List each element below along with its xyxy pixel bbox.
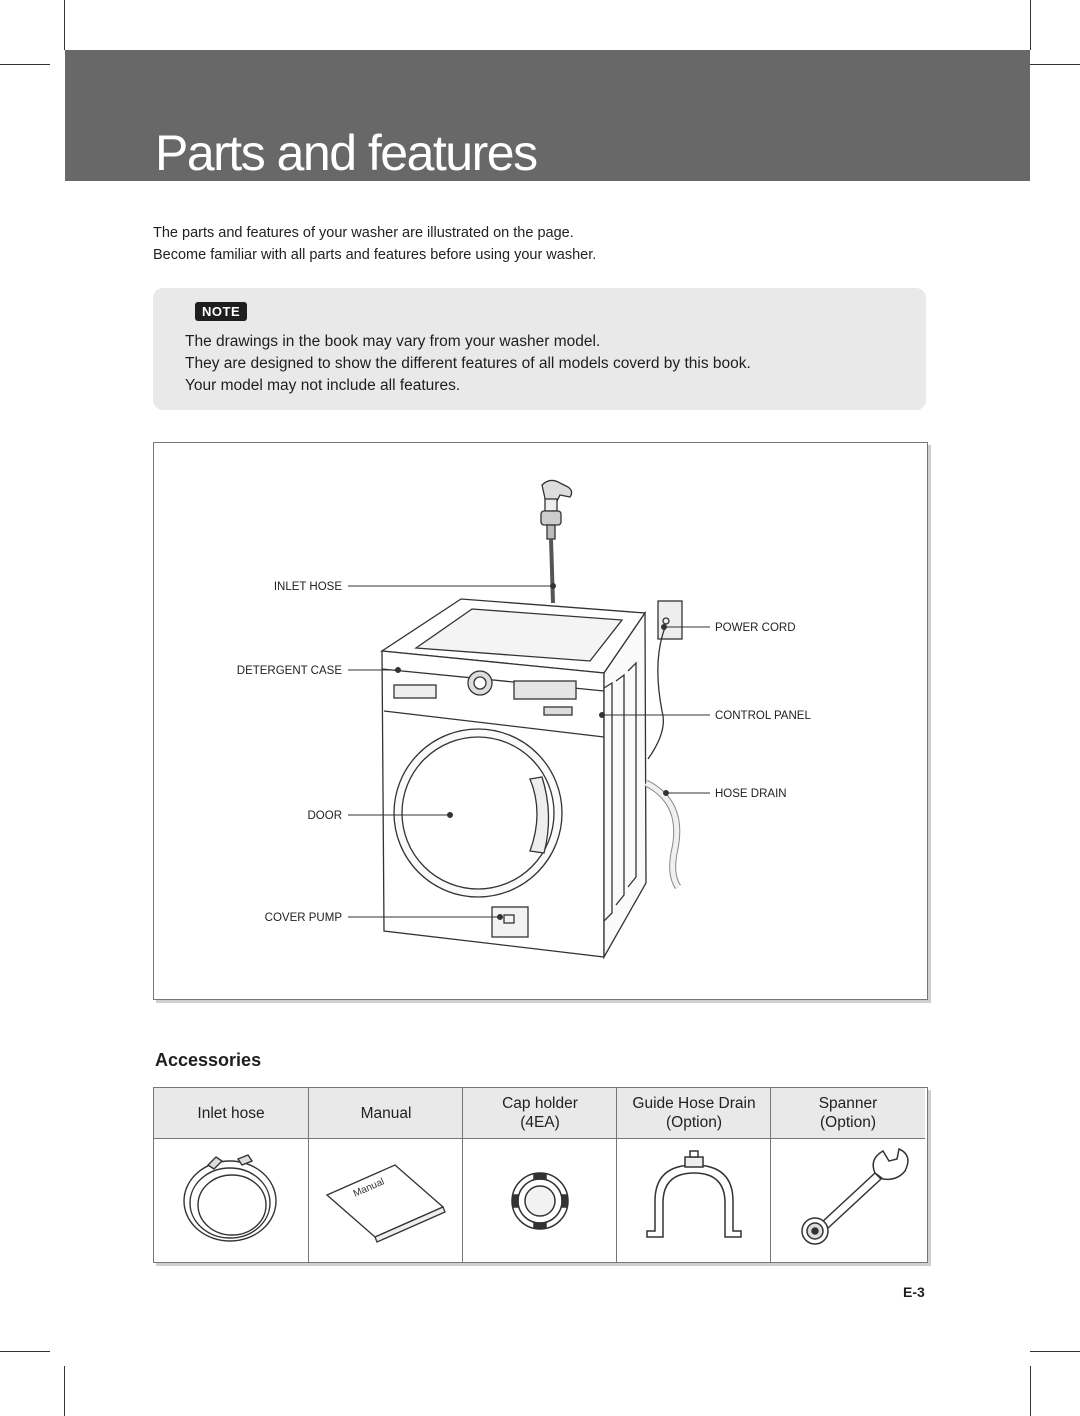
label-cover-pump: COVER PUMP [265,912,343,924]
label-control-panel: CONTROL PANEL [715,710,811,722]
intro-line: Become familiar with all parts and featu… [153,247,597,263]
crop-mark [1030,1366,1031,1416]
crop-mark [64,1366,65,1416]
intro-line: The parts and features of your washer ar… [153,225,574,241]
washer-diagram: INLET HOSE DETERGENT CASE DOOR COVER PUM… [153,442,928,1000]
accessory-header: Manual [309,1088,463,1139]
accessory-cap-holder: Cap holder (4EA) [462,1088,617,1262]
accessory-header: Spanner (Option) [771,1088,925,1139]
accessory-name: Inlet hose [197,1104,265,1122]
accessory-header: Inlet hose [154,1088,308,1139]
crop-mark [1030,0,1031,50]
crop-mark [64,0,65,50]
label-inlet-hose: INLET HOSE [274,581,342,593]
note-text: The drawings in the book may vary from y… [185,331,751,397]
crop-mark [1030,1351,1080,1352]
note-badge: NOTE [195,302,248,321]
accessory-inlet-hose: Inlet hose [154,1088,308,1262]
accessory-sub: (4EA) [520,1114,560,1131]
note-box: NOTE The drawings in the book may vary f… [153,288,926,410]
accessory-header: Guide Hose Drain (Option) [617,1088,771,1139]
accessory-sub: (Option) [666,1114,722,1131]
crop-mark [0,1351,50,1352]
note-line: Your model may not include all features. [185,377,461,394]
crop-mark [1030,64,1080,65]
accessories-table: Inlet hose Manual Manual Cap hold [153,1087,928,1263]
cap-holder-icon [511,1172,569,1230]
header-band [65,50,1030,181]
accessory-name: Manual [360,1104,412,1122]
spanner-icon [801,1147,909,1245]
accessories-heading: Accessories [155,1050,262,1070]
accessory-sub: (Option) [820,1114,876,1131]
accessory-header: Cap holder (4EA) [463,1088,617,1139]
washer-side [603,610,647,960]
accessory-name: Spanner [818,1095,878,1112]
label-door: DOOR [308,810,343,822]
crop-mark [0,64,50,65]
inlet-hose-line [549,538,555,604]
guide-hose-drain-icon [646,1150,742,1238]
accessory-manual: Manual Manual [308,1088,463,1262]
intro-text: The parts and features of your washer ar… [153,222,596,266]
washer-illustration: INLET HOSE DETERGENT CASE DOOR COVER PUM… [237,479,811,960]
note-line: They are designed to show the different … [185,355,751,372]
accessory-name: Cap holder [502,1095,578,1112]
page-title: Parts and features [155,125,538,181]
accessory-guide-hose-drain: Guide Hose Drain (Option) [616,1088,771,1262]
manual-icon: Manual [325,1164,446,1243]
label-detergent-case: DETERGENT CASE [237,665,343,677]
note-line: The drawings in the book may vary from y… [185,333,601,350]
label-power-cord: POWER CORD [715,622,796,634]
accessory-name: Guide Hose Drain [632,1095,756,1112]
page-number: E-3 [903,1284,925,1300]
accessory-spanner: Spanner (Option) [770,1088,925,1262]
label-hose-drain: HOSE DRAIN [715,788,787,800]
inlet-hose-icon [183,1154,277,1242]
water-tap-icon [540,479,573,540]
